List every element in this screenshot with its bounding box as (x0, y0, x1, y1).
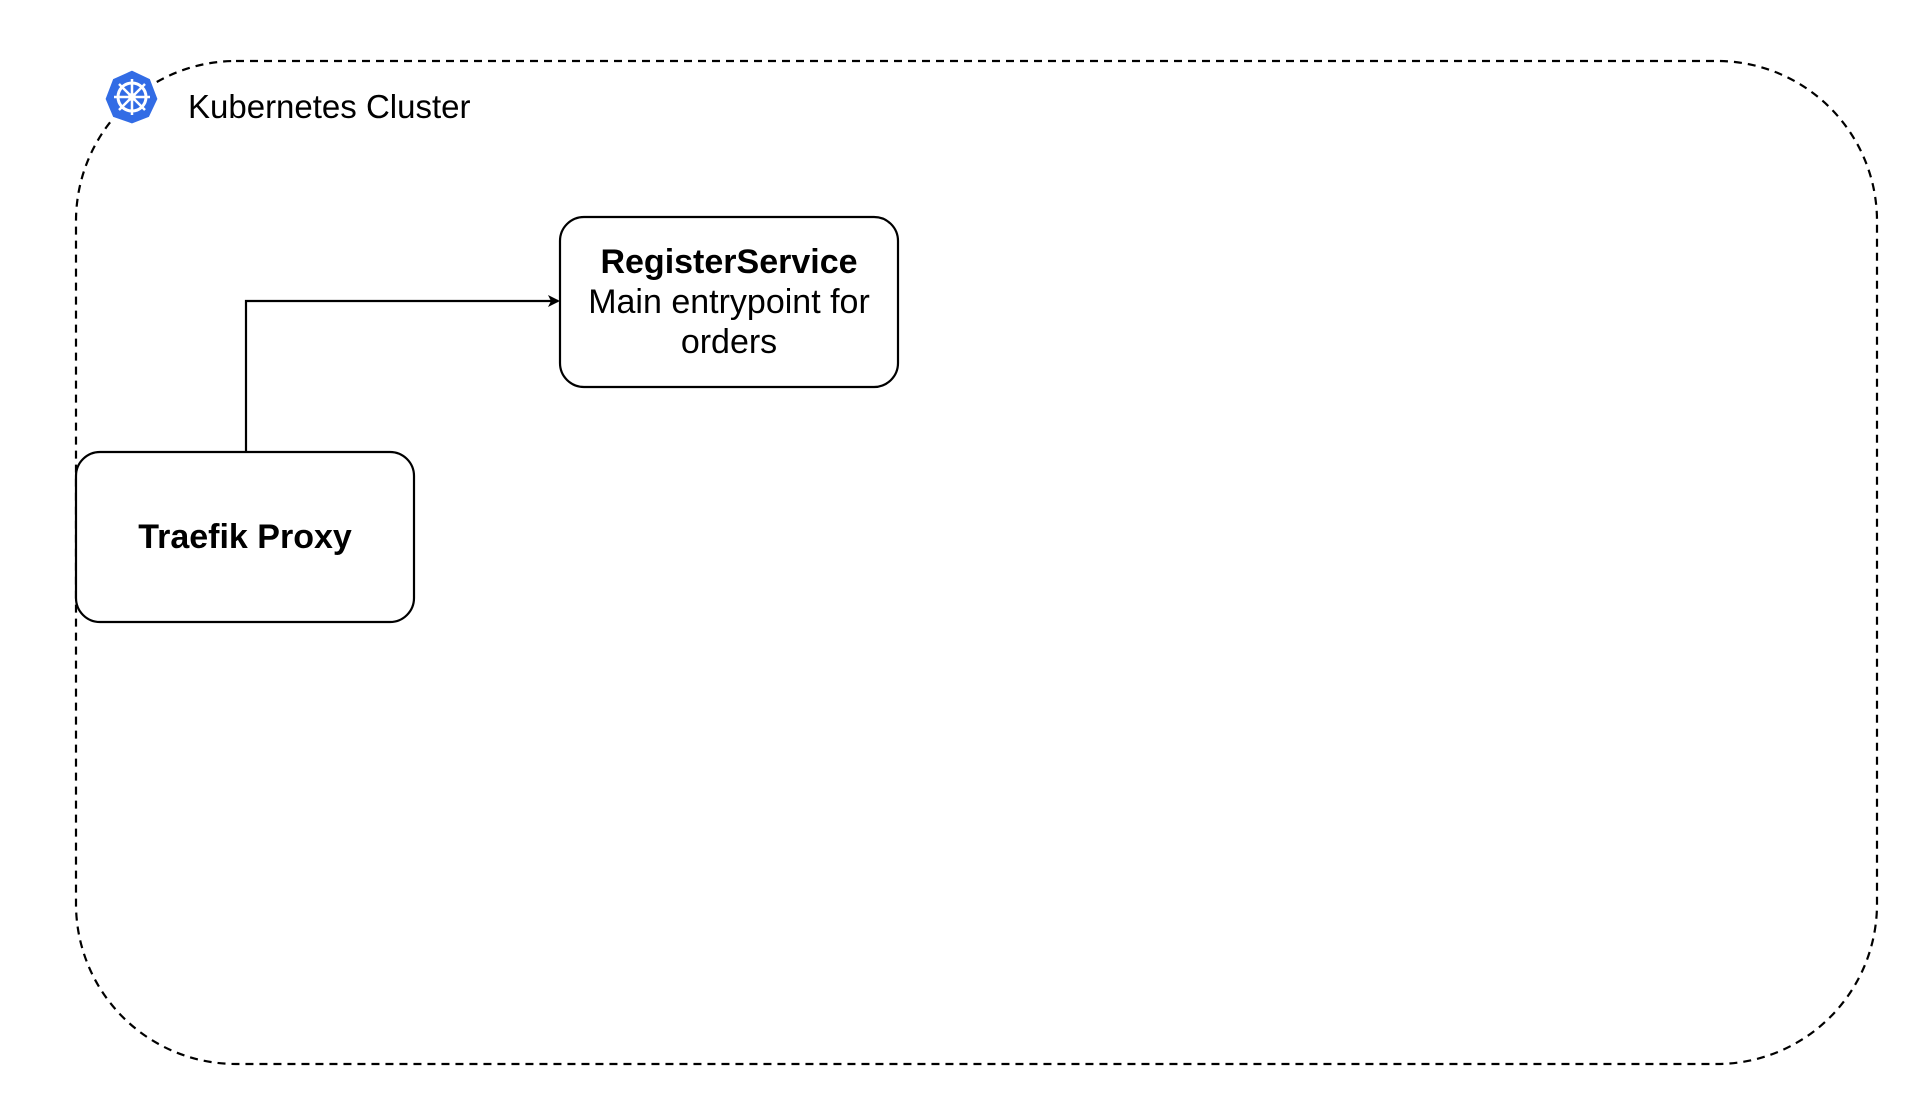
traefik-proxy-text: Traefik Proxy (76, 452, 414, 622)
traefik-proxy-node[interactable] (74, 450, 416, 624)
registerservice-node[interactable] (558, 215, 900, 389)
registerservice-description: Main entrypoint for orders (588, 283, 870, 361)
traefik-to-registerservice-arrow[interactable] (244, 295, 560, 452)
kubernetes-cluster-boundary[interactable] (74, 59, 1879, 1066)
registerservice-title: RegisterService (600, 243, 858, 281)
kubernetes-icon (102, 67, 161, 127)
traefik-proxy-title: Traefik Proxy (138, 518, 352, 556)
cluster-title: Kubernetes Cluster (188, 88, 471, 125)
registerservice-text: RegisterService Main entrypoint for orde… (560, 217, 898, 387)
